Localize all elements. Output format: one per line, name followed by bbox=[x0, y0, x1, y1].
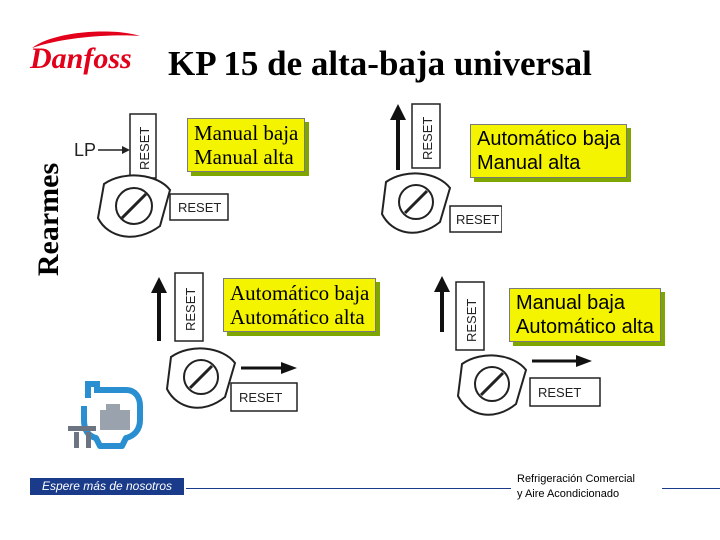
mode-label-4: Manual baja Automático alta bbox=[509, 288, 661, 342]
mode-label-1: Manual baja Manual alta bbox=[187, 118, 306, 172]
mode-line-1: Manual baja bbox=[194, 121, 299, 145]
footer-division: Refrigeración Comercial y Aire Acondicio… bbox=[517, 472, 662, 502]
reset-vertical-label: RESET bbox=[183, 288, 198, 331]
mode-line-2: Manual alta bbox=[477, 152, 581, 174]
right-arrow-icon bbox=[281, 362, 297, 374]
reset-lever-vertical bbox=[455, 281, 485, 351]
compressor-icon bbox=[68, 381, 143, 449]
footer-division-line-1: Refrigeración Comercial bbox=[517, 473, 635, 485]
danfoss-logo: Danfoss bbox=[29, 31, 140, 75]
pressure-switch-diagram-1: LP RESET RESET bbox=[74, 113, 229, 238]
reset-vertical-label: RESET bbox=[464, 299, 479, 342]
mode-line-2: Automático alta bbox=[516, 316, 654, 338]
reset-lever-horizontal bbox=[449, 205, 502, 233]
reset-lever-horizontal bbox=[529, 377, 601, 407]
reset-lever-horizontal bbox=[230, 382, 298, 412]
slide-title: KP 15 de alta-baja universal bbox=[168, 44, 592, 83]
reset-horizontal-label: RESET bbox=[538, 385, 581, 400]
footer-divider-right bbox=[662, 488, 720, 489]
reset-lever-vertical bbox=[411, 103, 441, 169]
mode-line-1: Automático baja bbox=[230, 281, 370, 305]
lp-port-label: LP bbox=[74, 140, 96, 160]
reset-lever-horizontal bbox=[169, 193, 229, 221]
reset-lever-vertical bbox=[129, 113, 157, 179]
pressure-switch-diagram-2: RESET RESET bbox=[380, 103, 502, 234]
logo-text: Danfoss bbox=[29, 42, 132, 75]
right-arrow-icon bbox=[576, 355, 592, 367]
mode-line-1: Manual baja bbox=[516, 292, 625, 314]
mode-line-1: Automático baja bbox=[477, 128, 621, 150]
reset-horizontal-label: RESET bbox=[456, 212, 499, 227]
mode-label-3: Automático baja Automático alta bbox=[223, 278, 377, 332]
up-arrow-icon bbox=[390, 104, 406, 120]
reset-horizontal-label: RESET bbox=[178, 200, 221, 215]
footer-divider-left bbox=[186, 488, 511, 489]
mode-line-2: Manual alta bbox=[194, 145, 294, 169]
footer-slogan: Espere más de nosotros bbox=[30, 478, 184, 495]
side-label: Rearmes bbox=[32, 162, 65, 277]
mode-label-2: Automático baja Manual alta bbox=[470, 124, 628, 178]
mode-line-2: Automático alta bbox=[230, 305, 365, 329]
pressure-switch-diagram-3: RESET RESET bbox=[151, 272, 298, 412]
up-arrow-icon bbox=[434, 276, 450, 292]
reset-vertical-label: RESET bbox=[137, 127, 152, 170]
up-arrow-icon bbox=[151, 277, 167, 293]
reset-horizontal-label: RESET bbox=[239, 390, 282, 405]
reset-vertical-label: RESET bbox=[420, 117, 435, 160]
pressure-switch-diagram-4: RESET RESET bbox=[434, 276, 601, 416]
footer-division-line-2: y Aire Acondicionado bbox=[517, 488, 620, 500]
reset-lever-vertical bbox=[174, 272, 204, 342]
